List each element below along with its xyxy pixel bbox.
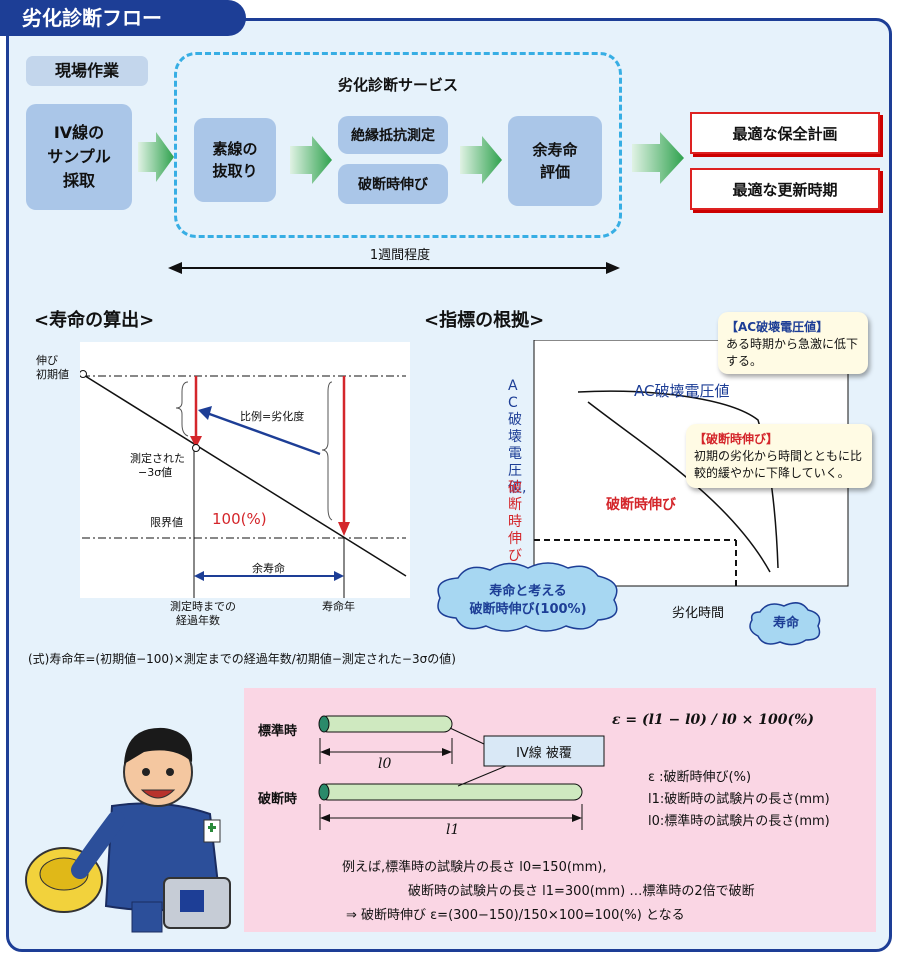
callout-elongation-title: 【破断時伸び】 — [694, 432, 779, 446]
legend-l0: l0:標準時の試験片の長さ(mm) — [648, 814, 830, 829]
callout-elongation-body: 初期の劣化から時間とともに比較的緩やかに下降していく。 — [694, 449, 863, 480]
result-maintenance-plan: 最適な保全計画 — [690, 112, 880, 154]
y-label-ac: AC破壊電圧値, — [508, 378, 527, 496]
y-label-elongation: 伸び — [36, 354, 58, 367]
remaining-life-label: 余寿命 — [252, 562, 285, 575]
x-label-elapsed-1: 測定時までの — [170, 600, 236, 613]
measured-label-1: 測定された — [130, 452, 185, 465]
life-formula: (式)寿命年=(初期値−100)×測定までの経過年数/初期値−測定された−3σの… — [28, 652, 456, 666]
callout-ac-title: 【AC破壊電圧値】 — [726, 320, 829, 334]
flow-arrow-1 — [138, 132, 174, 182]
curve-label-ac: AC破壊電圧値 — [634, 382, 730, 400]
result-renewal-timing: 最適な更新時期 — [690, 168, 880, 210]
elongation-formula: ε = (l1 − l0) / l0 × 100(%) — [612, 712, 815, 728]
basis-heading: <指標の根拠> — [424, 310, 545, 331]
site-work-label: 現場作業 — [26, 56, 148, 86]
example-line-1: 例えば,標準時の試験片の長さ l0=150(mm), — [342, 860, 607, 875]
cloud-end-text: 寿命 — [772, 616, 799, 631]
y-label-initial: 初期値 — [36, 368, 69, 381]
callout-ac-body: ある時期から急激に低下する。 — [726, 337, 859, 368]
step-strip: 素線の 抜取り — [194, 118, 276, 202]
example-line-2: 破断時の試験片の長さ l1=300(mm) …標準時の2倍で破断 — [408, 884, 755, 899]
length-l0: l0 — [378, 756, 392, 772]
cloud-life-text-1: 寿命と考える — [489, 584, 567, 599]
flow-arrow-4 — [632, 132, 684, 184]
legend-l1: l1:破断時の試験片の長さ(mm) — [648, 792, 830, 807]
duration-label: 1週間程度 — [369, 248, 431, 263]
length-l1: l1 — [446, 822, 460, 838]
specimen-diagram — [318, 715, 605, 830]
x-label-life-year: 寿命年 — [322, 600, 355, 613]
step-remaining-life: 余寿命 評価 — [508, 116, 602, 206]
measured-label-2: −3σ値 — [138, 466, 173, 479]
label-break: 破断時 — [258, 792, 298, 807]
legend-epsilon: ε :破断時伸び(%) — [648, 770, 752, 785]
cloud-life-shape — [437, 562, 618, 632]
limit-label: 限界値 — [150, 516, 183, 529]
example-line-3: ⇒ 破断時伸び ε=(300−150)/150×100=100(%) となる — [346, 908, 685, 923]
y-label-elongation-red: 破断時伸び — [508, 480, 522, 564]
step-sample: IV線の サンプル 採取 — [26, 104, 132, 210]
label-standard: 標準時 — [258, 724, 298, 739]
service-frame — [174, 52, 622, 238]
step-elongation: 破断時伸び — [338, 164, 448, 204]
x-label-elapsed-2: 経過年数 — [176, 614, 220, 627]
life-calc-diagram — [80, 342, 410, 598]
callout-ac: 【AC破壊電圧値】 ある時期から急激に低下する。 — [718, 312, 868, 374]
limit-value: 100(%) — [212, 510, 267, 528]
callout-elongation: 【破断時伸び】 初期の劣化から時間とともに比較的緩やかに下降していく。 — [686, 424, 872, 488]
flow-arrow-2 — [290, 136, 332, 184]
page-title: 劣化診断フロー — [0, 0, 246, 36]
worker-illustration — [25, 727, 231, 933]
step-insulation: 絶縁抵抗測定 — [338, 116, 448, 154]
flow-arrows — [138, 132, 684, 274]
service-title: 劣化診断サービス — [337, 76, 458, 94]
cloud-life-text-2: 破断時伸び(100%) — [469, 602, 587, 617]
ratio-label: 比例=劣化度 — [240, 410, 305, 423]
cloud-end-shape — [749, 602, 821, 646]
x-label-degradation-time: 劣化時間 — [672, 606, 725, 621]
cover-label: IV線 被覆 — [516, 746, 572, 761]
flow-arrow-3 — [460, 136, 502, 184]
life-calc-heading: <寿命の算出> — [34, 310, 155, 331]
curve-label-elongation: 破断時伸び — [606, 497, 676, 513]
